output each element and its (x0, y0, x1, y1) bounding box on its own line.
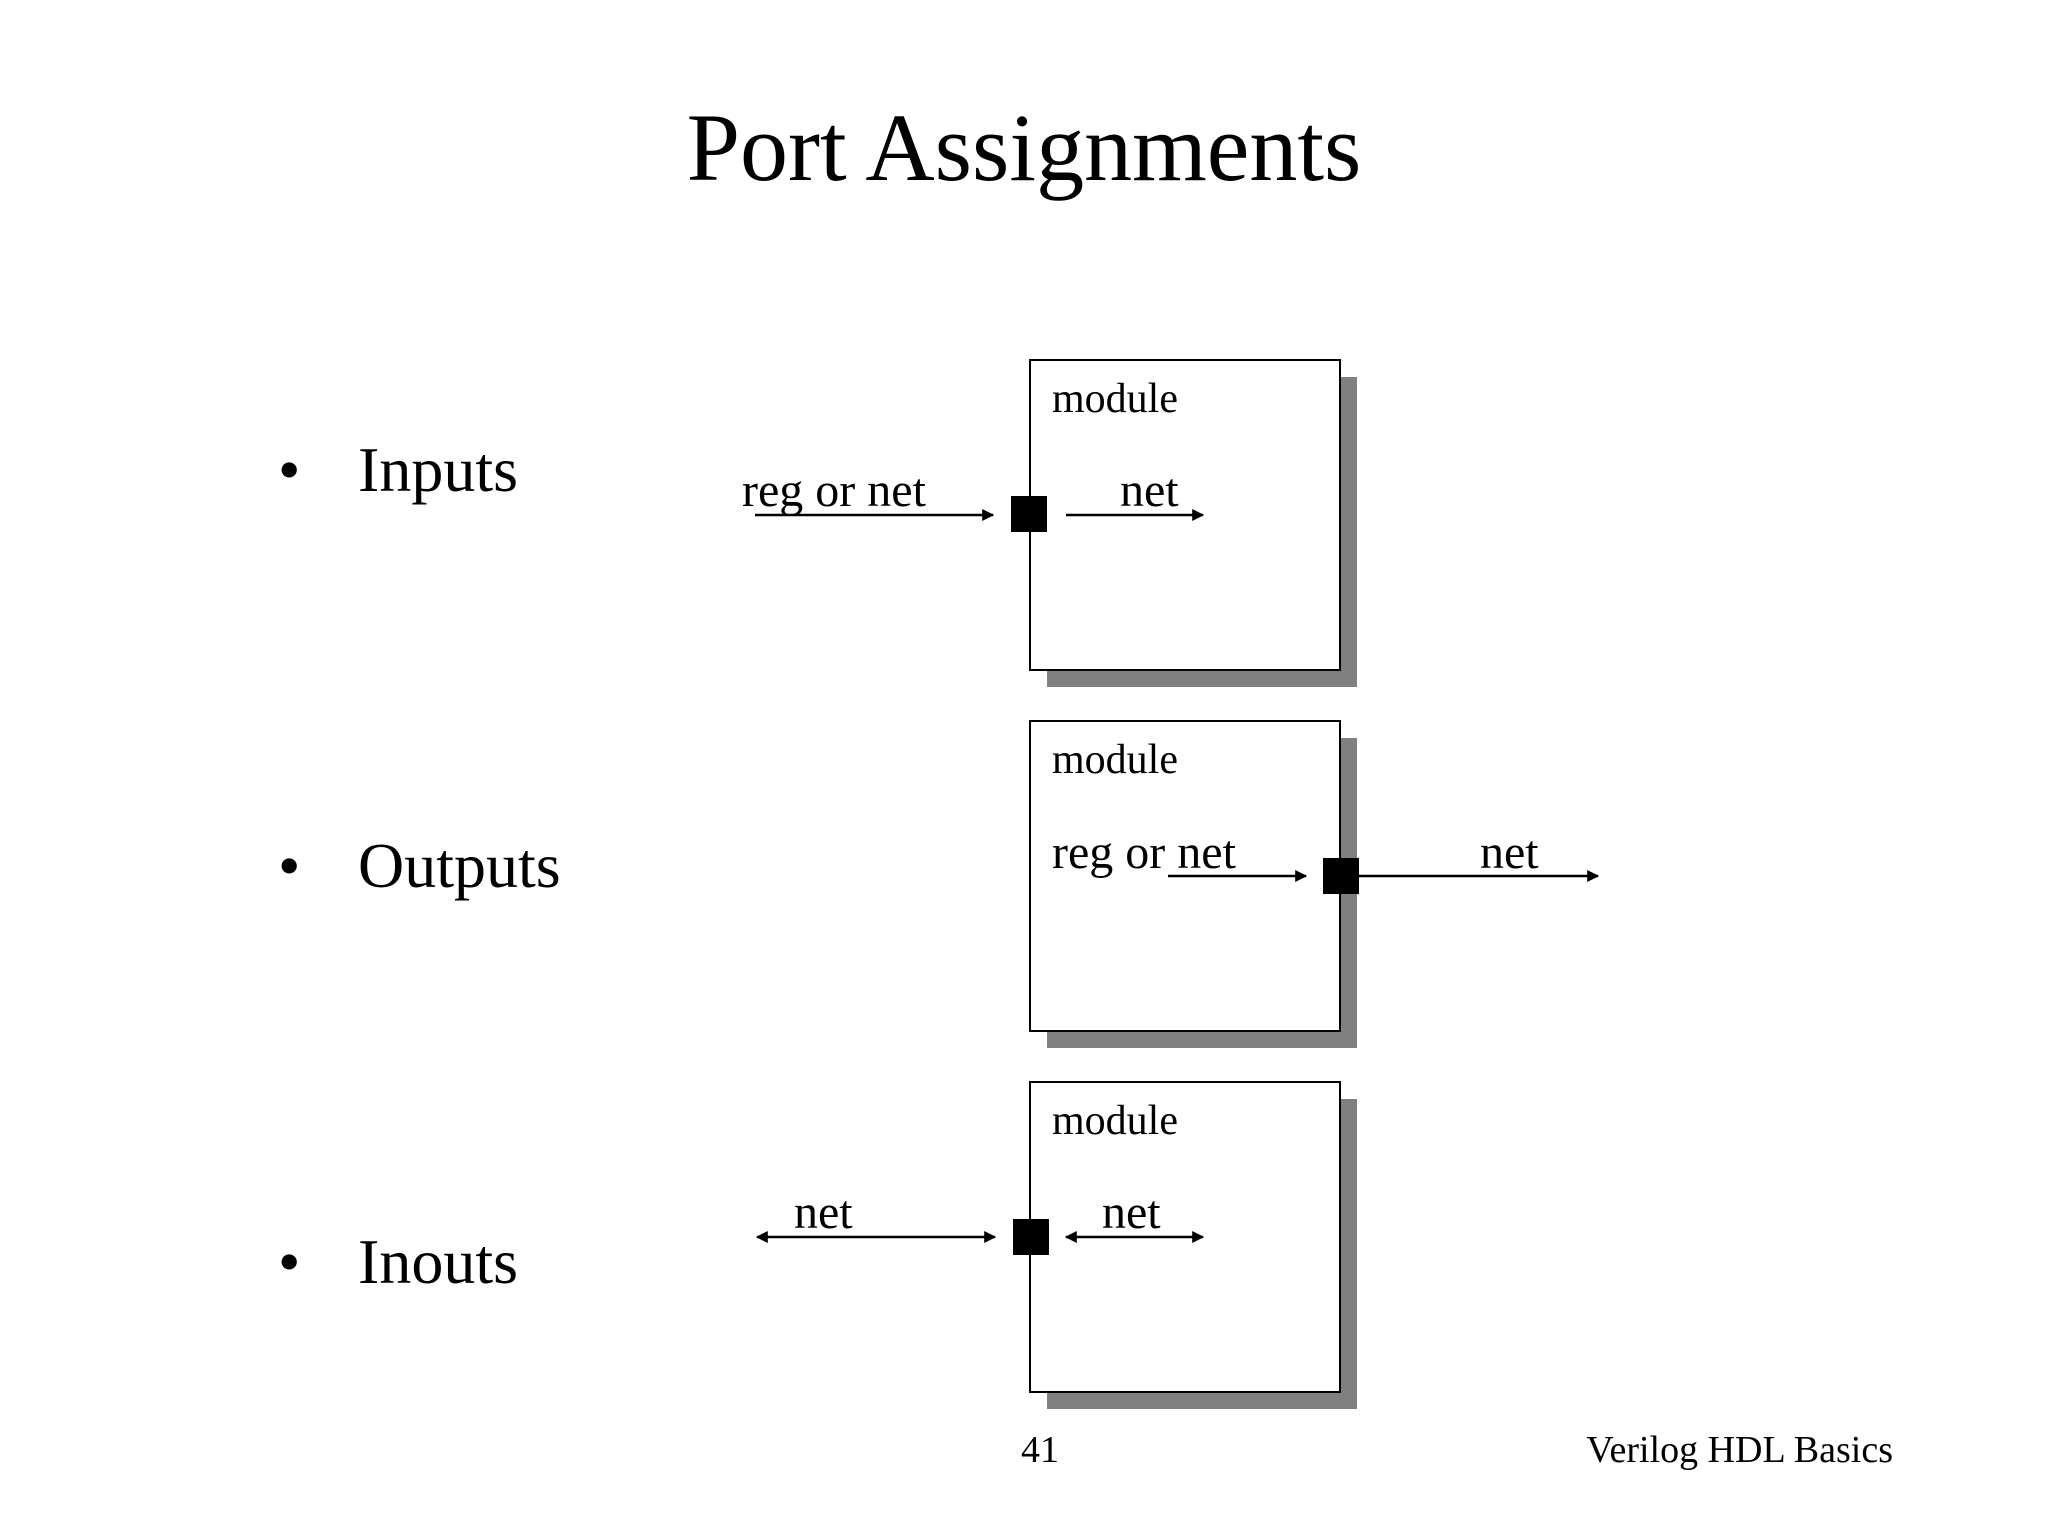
bullet-outputs: •Outputs (278, 834, 561, 898)
inner-signal-label: reg or net (1052, 826, 1237, 879)
bullet-label-outputs: Outputs (358, 830, 561, 901)
footer-title: Verilog HDL Basics (1586, 1429, 1893, 1471)
port-square (1323, 858, 1359, 894)
bullet-inputs: •Inputs (278, 438, 518, 502)
bullet-label-inputs: Inputs (358, 434, 518, 505)
inputs-diagram: module reg or net net (742, 359, 1357, 687)
port-square (1013, 1219, 1049, 1255)
outer-signal-label: net (794, 1186, 853, 1239)
module-label: module (1052, 1098, 1178, 1144)
port-square (1011, 496, 1047, 532)
bullet-marker: • (278, 830, 301, 901)
inner-signal-label: net (1120, 464, 1179, 517)
outer-signal-label: net (1480, 826, 1539, 879)
bullet-label-inouts: Inouts (358, 1226, 518, 1297)
bullet-inouts: •Inouts (278, 1230, 518, 1294)
inner-signal-label: net (1102, 1186, 1161, 1239)
bullet-marker: • (278, 1226, 301, 1297)
outputs-diagram: module reg or net net (1029, 720, 1600, 1048)
inouts-diagram: module net net (755, 1081, 1357, 1409)
bullet-marker: • (278, 434, 301, 505)
page-number: 41 (1021, 1429, 1059, 1471)
outer-signal-label: reg or net (742, 464, 927, 517)
slide-title: Port Assignments (686, 94, 1362, 201)
module-label: module (1052, 737, 1178, 783)
module-label: module (1052, 376, 1178, 422)
